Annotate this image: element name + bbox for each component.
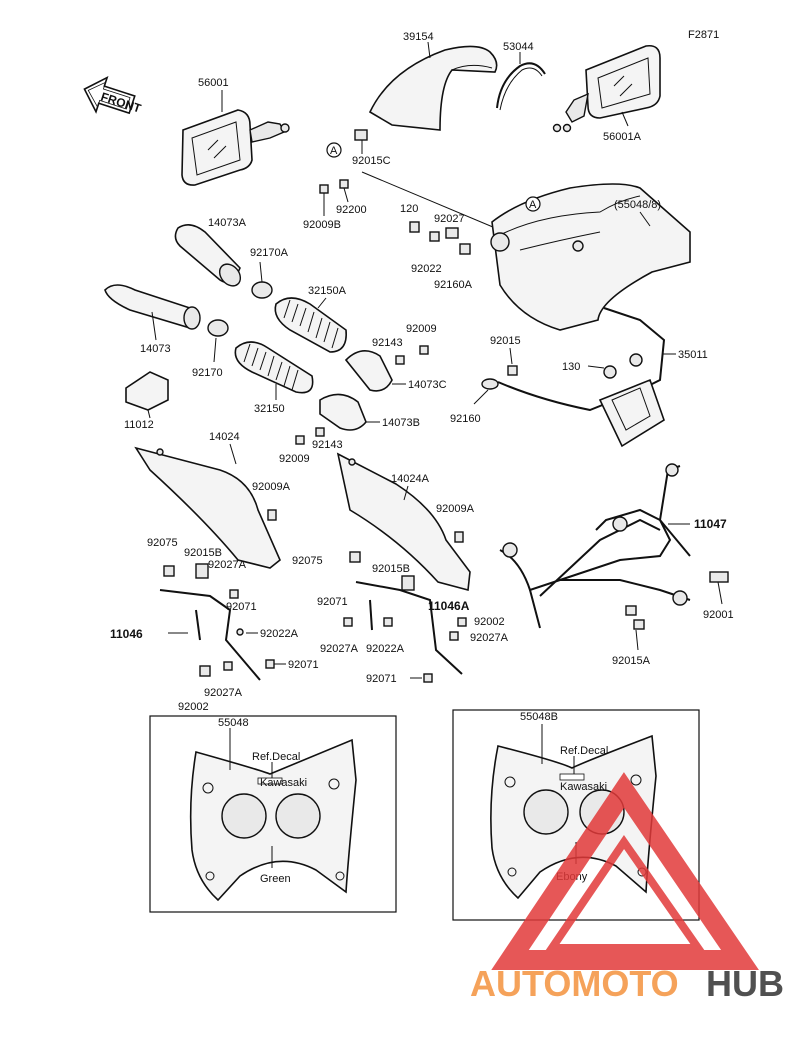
label-14073A: 14073A [208,217,247,229]
label-32150: 32150 [254,403,285,415]
panel-14024 [134,446,281,569]
label-35011: 35011 [678,349,708,361]
label-92160A: 92160A [434,279,473,291]
label-56001A: 56001A [603,131,642,143]
label-39154: 39154 [403,31,434,43]
upper-fairing [490,183,691,331]
nut-92015c [354,129,368,141]
watermark-text-hub: HUB [706,963,784,1004]
label-92009A-left: 92009A [252,481,291,493]
label-92027: 92027 [434,213,465,225]
variant-box-right [452,709,700,921]
label-11012: 11012 [124,419,154,431]
label-14073: 14073 [140,343,171,355]
label-56001: 56001 [198,77,229,89]
label-130: 130 [562,361,580,373]
label-92002-left: 92002 [178,701,209,713]
mirror-right [552,44,661,133]
label-92071-c: 92071 [288,659,319,671]
cap-11012 [125,371,169,411]
mirror-left [181,109,290,186]
label-32150A: 32150A [308,285,347,297]
frame-11047 [499,463,691,629]
label-14073C: 14073C [408,379,447,391]
clamp-92170 [207,319,229,337]
svg-text:A: A [529,199,537,211]
label-92015: 92015 [490,335,521,347]
label-92027A-right: 92027A [470,632,509,644]
label-92071-a: 92071 [226,601,257,613]
box-right-part: 55048B [520,711,558,723]
label-92027A-middle: 92027A [320,643,359,655]
hose-32150 [234,341,314,394]
label-92075-right: 92075 [292,555,323,567]
label-14073B: 14073B [382,417,420,429]
label-92027A-left: 92027A [208,559,247,571]
label-92015A: 92015A [612,655,651,667]
label-92022: 92022 [411,263,442,275]
label-92071-d: 92071 [366,673,397,685]
label-92160: 92160 [450,413,481,425]
label-92015B-right: 92015B [372,563,410,575]
label-92022A-right: 92022A [366,643,405,655]
label-92009B: 92009B [303,219,341,231]
svg-text:A: A [330,145,338,157]
elbow-14073c [344,350,393,392]
label-92009-b: 92009 [279,453,310,465]
label-92200: 92200 [336,204,367,216]
box-right-decal: Ref.Decal [560,745,608,757]
label-14024A: 14024A [391,473,430,485]
windshield [368,45,498,131]
elbow-14073b [319,393,367,431]
label-55048-8: (55048/8) [614,199,661,211]
label-53044: 53044 [503,41,534,53]
box-left-logo: Kawasaki [260,777,307,789]
label-92143-b: 92143 [312,439,343,451]
label-11046: 11046 [110,627,143,641]
bracket-11046 [159,563,275,681]
bracket-35011 [497,307,666,448]
label-92009-a: 92009 [406,323,437,335]
box-left-color: Green [260,873,291,885]
label-92071-b: 92071 [317,596,348,608]
hose-32150a [274,297,347,353]
variant-box-left [149,715,397,913]
bracket-11046a [343,551,467,683]
label-92170: 92170 [192,367,223,379]
label-11047: 11047 [694,517,727,531]
label-92001: 92001 [703,609,734,621]
label-92170A: 92170A [250,247,289,259]
label-92009A-right: 92009A [436,503,475,515]
box-left-part: 55048 [218,717,249,729]
box-left-decal: Ref.Decal [252,751,300,763]
label-92015B-left: 92015B [184,547,222,559]
front-arrow-icon [83,75,136,115]
figure-code: F2871 [688,29,719,41]
label-92022A-left: 92022A [260,628,299,640]
panel-14024a [336,452,471,592]
ref-circle-a-left [326,142,342,158]
watermark-logo [491,772,759,970]
label-14024: 14024 [209,431,240,443]
label-92015C: 92015C [352,155,391,167]
label-92027A-bottom: 92027A [204,687,243,699]
label-11046A: 11046A [428,599,470,613]
label-92143-a: 92143 [372,337,403,349]
clamp-92170a [251,281,273,299]
label-92075-left: 92075 [147,537,178,549]
label-92002-right: 92002 [474,616,505,628]
box-right-logo: Kawasaki [560,781,607,793]
label-120: 120 [400,203,418,215]
ref-circle-a-right [525,196,541,212]
watermark-text-automoto: AUTOMOTO [470,963,679,1004]
